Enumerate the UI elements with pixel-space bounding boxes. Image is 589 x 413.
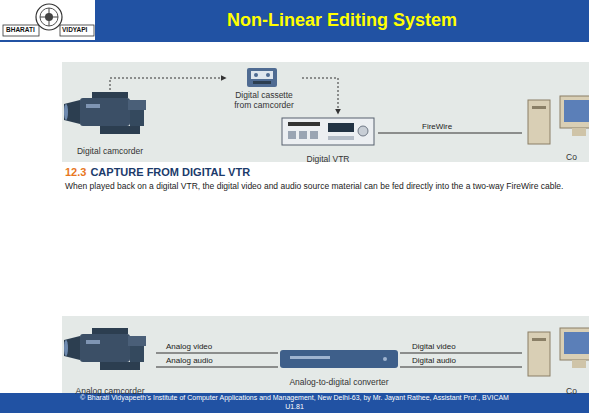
logo	[3, 4, 94, 36]
camcorder-icon	[86, 104, 100, 108]
computer-icon	[528, 100, 550, 144]
cable-label: FireWire	[422, 122, 452, 132]
cassette-icon	[254, 73, 258, 77]
cassette-icon	[253, 81, 271, 84]
signal-cable	[156, 366, 278, 367]
cable-label: Analog audio	[166, 356, 213, 366]
camcorder-icon	[130, 346, 144, 362]
camcorder-icon	[130, 110, 144, 126]
figure-description: When played back on a digital VTR, the d…	[65, 181, 580, 191]
vtr-icon	[288, 131, 296, 139]
cable-label: Analog video	[166, 342, 212, 352]
computer-icon	[532, 106, 546, 109]
device-camcorder: Analog camcorder	[64, 328, 156, 398]
device-camcorder: Digital camcorder	[64, 90, 156, 158]
signal-cable	[156, 352, 278, 353]
figure-panel	[62, 316, 589, 394]
device-label: Analog-to-digital converter	[289, 377, 388, 387]
converter-icon	[280, 350, 398, 368]
camcorder-icon	[64, 92, 146, 134]
cassette-icon	[266, 73, 270, 77]
computer-icon	[564, 332, 589, 354]
device-cassette: Digital cassette from camcorder	[226, 66, 302, 112]
signal-cable	[378, 132, 522, 133]
computer-icon	[560, 96, 589, 128]
device-converter: Analog-to-digital converter	[278, 348, 400, 389]
device-computer: Co	[522, 92, 589, 164]
camcorder-icon	[100, 362, 140, 370]
logo	[3, 25, 39, 36]
computer-icon	[528, 332, 550, 376]
device-label: Analog camcorder	[76, 386, 145, 396]
device-label: Digital VTR	[307, 154, 350, 164]
logo-text: BHARATI	[6, 26, 35, 34]
figure-panel	[62, 62, 589, 162]
figure-number: 12.3	[65, 166, 86, 179]
converter-icon	[383, 357, 387, 361]
computer-icon	[528, 328, 589, 376]
camcorder-icon	[80, 334, 130, 362]
vtr-icon	[282, 118, 374, 145]
vtr-icon	[310, 131, 318, 139]
vtr-icon	[288, 122, 320, 126]
camcorder-icon	[128, 336, 146, 346]
vtr-icon	[328, 136, 354, 140]
camcorder-icon	[64, 328, 146, 370]
figure-panel	[62, 62, 589, 394]
computer-icon	[560, 328, 589, 360]
cassette-icon	[247, 68, 277, 87]
computer-icon	[572, 128, 586, 136]
device-label: Co	[566, 152, 577, 162]
camcorder-icon	[64, 340, 68, 356]
camcorder-icon	[64, 104, 68, 120]
vtr-icon	[299, 131, 307, 139]
computer-icon	[532, 338, 546, 341]
slide-title: Non-Linear Editing System	[95, 0, 589, 40]
header	[0, 0, 589, 42]
device-vtr: Digital VTR	[278, 114, 378, 166]
media-transfer-arrow	[110, 78, 226, 90]
logo	[40, 8, 58, 26]
logo-text: VIDYAPI	[62, 26, 87, 34]
figure-caption: CAPTURE FROM DIGITAL VTR	[90, 166, 250, 179]
converter-icon	[280, 350, 398, 368]
media-transfer-arrow	[302, 78, 338, 114]
logo	[36, 4, 62, 30]
camcorder-icon	[128, 100, 146, 110]
cassette-icon	[247, 68, 277, 87]
logo	[60, 25, 94, 36]
slide-number: U1.81	[0, 403, 589, 411]
signal-cable	[400, 352, 522, 353]
camcorder-icon	[86, 340, 100, 344]
camcorder-icon	[64, 336, 80, 360]
vtr-icon	[358, 126, 368, 136]
device-label: Co	[566, 386, 577, 396]
device-label: Digital cassette from camcorder	[226, 90, 302, 110]
device-label: Digital camcorder	[77, 146, 143, 156]
header	[95, 0, 589, 40]
header	[0, 40, 589, 42]
camcorder-icon	[64, 100, 80, 124]
camcorder-icon	[100, 126, 140, 134]
computer-icon	[572, 360, 586, 368]
camcorder-icon	[92, 92, 128, 98]
header	[0, 0, 95, 40]
cable-label: Digital audio	[412, 356, 456, 366]
converter-icon	[290, 356, 330, 359]
cable-label: Digital video	[412, 342, 456, 352]
device-computer: Co	[522, 326, 589, 398]
computer-icon	[528, 96, 589, 144]
camcorder-icon	[92, 328, 128, 334]
cassette-icon	[251, 71, 273, 79]
vtr-icon	[328, 123, 354, 132]
computer-icon	[564, 100, 589, 122]
vtr-icon	[282, 118, 374, 145]
signal-cable	[400, 366, 522, 367]
logo	[40, 8, 58, 26]
camcorder-icon	[80, 98, 130, 126]
